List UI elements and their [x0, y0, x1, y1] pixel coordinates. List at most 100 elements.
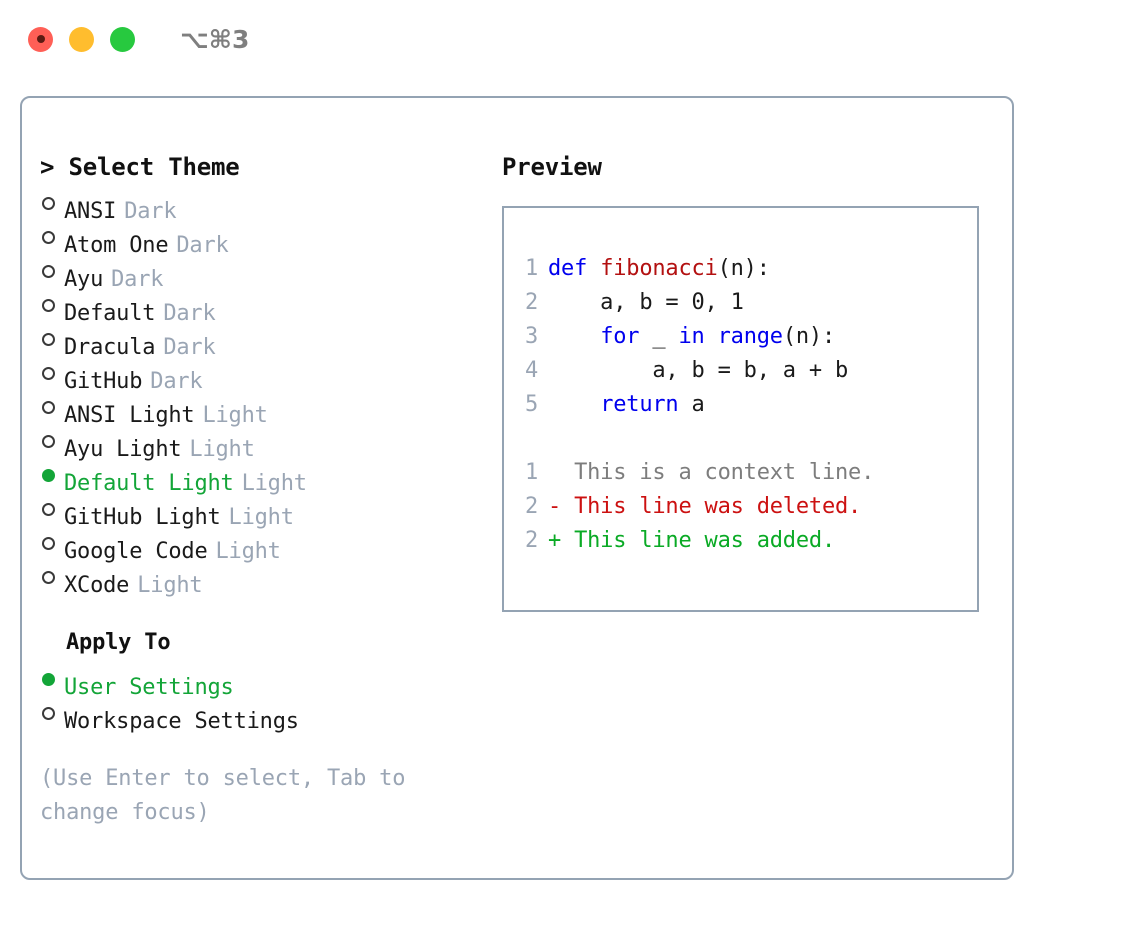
radio-unselected-icon[interactable] — [40, 218, 64, 252]
radio-unselected-icon[interactable] — [40, 490, 64, 524]
theme-variant: Dark — [163, 301, 216, 326]
radio-selected-icon[interactable] — [40, 456, 64, 490]
code-text: a, b = b, a + b — [548, 354, 848, 388]
theme-list-item[interactable]: GitHub Light Light — [40, 490, 502, 530]
theme-list-item[interactable]: ANSI Light Light — [40, 388, 502, 428]
code-text: def fibonacci(n): — [548, 252, 770, 286]
theme-list-item[interactable]: Default Light Light — [40, 456, 502, 496]
apply-to-label: Workspace Settings — [64, 709, 299, 734]
theme-name: ANSI — [64, 199, 117, 224]
radio-unselected-icon[interactable] — [40, 320, 64, 354]
radio-unselected-icon[interactable] — [40, 184, 64, 218]
code-token — [548, 392, 600, 417]
theme-name: Ayu Light — [64, 437, 182, 462]
diff-sample: 1 This is a context line. 2 - This line wa… — [504, 456, 977, 558]
radio-selected-icon[interactable] — [40, 660, 64, 694]
keyboard-hint: (Use Enter to select, Tab to change focu… — [40, 766, 419, 825]
code-line: 3 for _ in range(n): — [504, 320, 977, 354]
code-token: (n): — [717, 256, 770, 281]
preview-title: Preview — [502, 153, 602, 181]
diff-text: This is a context line. — [548, 460, 875, 485]
theme-name: XCode — [64, 573, 130, 598]
theme-name: GitHub — [64, 369, 143, 394]
window-controls — [28, 26, 135, 52]
apply-to-header: Apply To — [66, 630, 171, 655]
theme-name: ANSI Light — [64, 403, 195, 428]
line-number: 1 — [524, 460, 538, 485]
theme-list-item[interactable]: GitHub Dark — [40, 354, 502, 394]
code-token: range — [717, 324, 783, 349]
line-number: 2 — [524, 494, 538, 519]
maximize-button[interactable] — [110, 26, 135, 52]
apply-to-item[interactable]: User Settings — [40, 660, 502, 700]
close-button[interactable] — [28, 26, 53, 52]
radio-unselected-icon[interactable] — [40, 252, 64, 286]
code-token: for — [600, 324, 640, 349]
theme-variant: Dark — [111, 267, 164, 292]
diff-line: 2 + This line was added. — [504, 524, 977, 558]
theme-list-item[interactable]: ANSI Dark — [40, 184, 502, 224]
code-text: a, b = 0, 1 — [548, 286, 744, 320]
radio-unselected-icon[interactable] — [40, 354, 64, 388]
code-text: for _ in range(n): — [548, 320, 835, 354]
code-token: _ — [639, 324, 679, 349]
theme-list-item[interactable]: Default Dark — [40, 286, 502, 326]
theme-name: Atom One — [64, 233, 169, 258]
theme-variant: Light — [202, 403, 268, 428]
theme-list-item[interactable]: Ayu Light Light — [40, 422, 502, 462]
theme-name: GitHub Light — [64, 505, 221, 530]
line-number: 4 — [524, 358, 538, 383]
theme-name: Google Code — [64, 539, 208, 564]
code-text: return a — [548, 388, 705, 422]
theme-variant: Dark — [124, 199, 177, 224]
theme-name: Default Light — [64, 471, 234, 496]
line-number: 2 — [524, 528, 538, 553]
theme-list-item[interactable]: Ayu Dark — [40, 252, 502, 292]
apply-to-item[interactable]: Workspace Settings — [40, 694, 502, 734]
theme-variant: Light — [241, 471, 307, 496]
line-number: 1 — [524, 256, 538, 281]
minimize-button[interactable] — [69, 26, 94, 52]
code-token: a, b = 0, 1 — [548, 290, 744, 315]
theme-name: Dracula — [64, 335, 156, 360]
code-token: (n): — [782, 324, 836, 349]
radio-unselected-icon[interactable] — [40, 422, 64, 456]
radio-unselected-icon[interactable] — [40, 388, 64, 422]
title-bar: ⌥⌘3 — [0, 0, 1140, 78]
theme-variant: Dark — [150, 369, 203, 394]
code-line: 2 a, b = 0, 1 — [504, 286, 977, 320]
radio-unselected-icon[interactable] — [40, 524, 64, 558]
radio-unselected-icon[interactable] — [40, 558, 64, 592]
diff-line: 1 This is a context line. — [504, 456, 977, 490]
theme-variant: Dark — [163, 335, 216, 360]
theme-list-item[interactable]: Dracula Dark — [40, 320, 502, 360]
theme-name: Default — [64, 301, 156, 326]
radio-unselected-icon[interactable] — [40, 694, 64, 728]
diff-text: + This line was added. — [548, 528, 835, 553]
code-token: fibonacci — [600, 256, 718, 281]
diff-text: - This line was deleted. — [548, 494, 862, 519]
theme-name: Ayu — [64, 267, 104, 292]
code-token: in — [678, 324, 705, 349]
code-token: def — [548, 256, 601, 281]
line-number: 2 — [524, 290, 538, 315]
code-line: 5 return a — [504, 388, 977, 422]
diff-line: 2 - This line was deleted. — [504, 490, 977, 524]
theme-list-item[interactable]: Atom One Dark — [40, 218, 502, 258]
code-token: return — [600, 392, 679, 417]
theme-variant: Light — [189, 437, 255, 462]
code-token: a, b = b, a + b — [548, 358, 849, 383]
radio-unselected-icon[interactable] — [40, 286, 64, 320]
code-token — [705, 324, 718, 349]
code-token — [548, 324, 600, 349]
theme-variant: Dark — [176, 233, 229, 258]
theme-variant: Light — [228, 505, 294, 530]
